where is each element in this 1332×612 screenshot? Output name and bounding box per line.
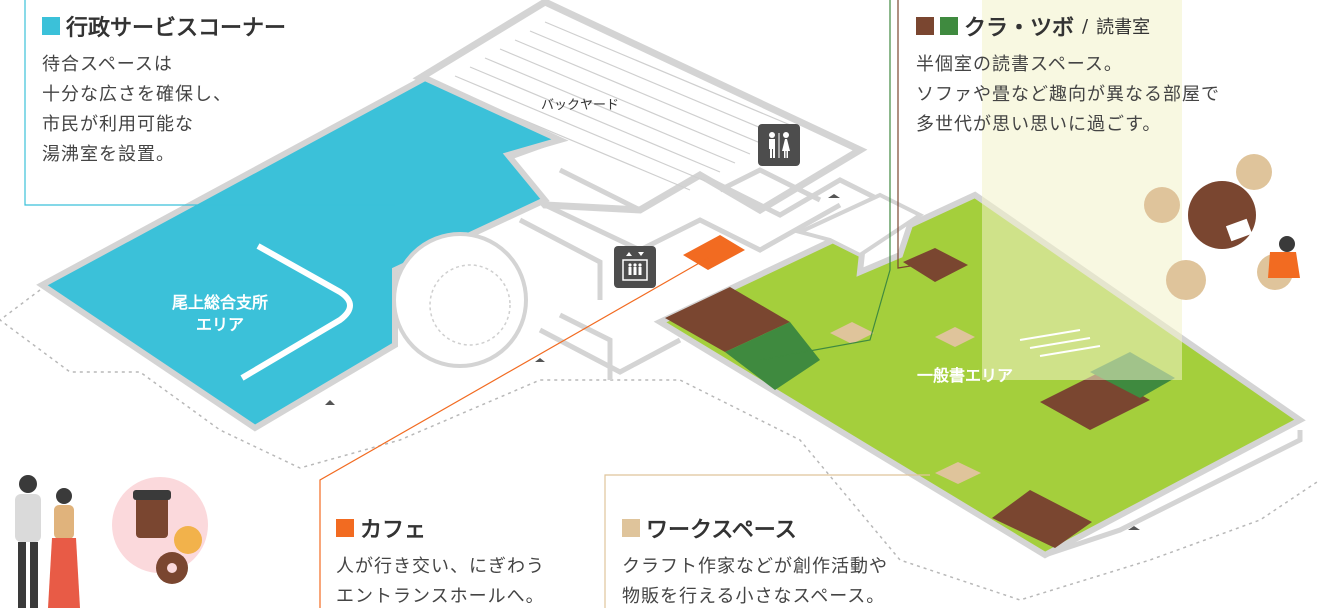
legend-admin-swatch xyxy=(42,17,60,35)
stairs xyxy=(1019,329,1101,357)
spiral-stair-core xyxy=(429,264,511,346)
cafe-illustration xyxy=(112,477,208,584)
central-core-walls xyxy=(518,167,902,380)
legend-cafe: カフェ 人が行き交い、にぎわう エントランスホールへ。 xyxy=(336,512,545,612)
backyard-hatch xyxy=(439,21,796,191)
legend-workspace-line: 物販を行える小さなスペース。 xyxy=(622,586,886,607)
restroom-icon xyxy=(758,124,800,166)
legend-admin-line: 湯沸室を設置。 xyxy=(42,144,175,165)
reading-room-3 xyxy=(903,248,968,282)
legend-cafe-line: 人が行き交い、にぎわう xyxy=(336,556,545,577)
legend-kuratsubo: クラ・ツボ / 読書室 半個室の読書スペース。 ソファや畳など趣向が異なる部屋で… xyxy=(916,10,1220,140)
service-counter xyxy=(240,243,353,381)
legend-kuratsubo-line: ソファや畳など趣向が異なる部屋で xyxy=(916,84,1220,105)
branch-office-area xyxy=(36,74,569,432)
legend-kuratsubo-line: 多世代が思い思いに過ごす。 xyxy=(916,114,1162,135)
entry-arrows xyxy=(325,194,1140,530)
legend-cafe-title: カフェ xyxy=(360,518,427,543)
reading-room-2 xyxy=(725,322,820,390)
branch-area-label-line2: エリア xyxy=(195,315,244,334)
legend-kuratsubo-swatch-brown xyxy=(916,17,934,35)
legend-admin: 行政サービスコーナー 待合スペースは 十分な広さを確保し、 市民が利用可能な 湯… xyxy=(42,10,286,170)
legend-kuratsubo-title: クラ・ツボ xyxy=(964,16,1075,41)
elevator-icon xyxy=(614,246,656,288)
cafe-area xyxy=(683,235,745,270)
work-space-1 xyxy=(830,322,874,344)
branch-area-label-line1: 尾上総合支所 xyxy=(171,293,268,312)
legend-kuratsubo-separator: / xyxy=(1082,15,1089,37)
people-illustration xyxy=(15,475,80,608)
legend-workspace-line: クラフト作家などが創作活動や xyxy=(622,556,888,577)
reading-room-6 xyxy=(992,490,1092,548)
east-corridor xyxy=(1044,430,1303,558)
spiral-stair xyxy=(392,232,528,368)
backyard-label: バックヤード xyxy=(541,98,620,113)
legend-admin-line: 待合スペースは xyxy=(42,54,173,75)
legend-kuratsubo-subtitle: 読書室 xyxy=(1096,17,1151,38)
branch-area-label: 尾上総合支所 エリア xyxy=(150,292,290,336)
reading-room-1 xyxy=(665,287,790,352)
legend-admin-line: 十分な広さを確保し、 xyxy=(42,84,232,105)
work-spaces xyxy=(830,322,981,484)
legend-workspace: ワークスペース クラフト作家などが創作活動や 物販を行える小さなスペース。 xyxy=(622,512,888,612)
legend-workspace-title: ワークスペース xyxy=(646,518,797,543)
general-area-label: 一般書エリア xyxy=(916,366,1013,385)
legend-admin-title: 行政サービスコーナー xyxy=(66,16,287,41)
legend-cafe-swatch xyxy=(336,519,354,537)
legend-workspace-swatch xyxy=(622,519,640,537)
legend-kuratsubo-swatch-green xyxy=(940,17,958,35)
legend-admin-line: 市民が利用可能な xyxy=(42,114,194,135)
leader-lines xyxy=(24,0,936,608)
work-space-3 xyxy=(935,462,981,484)
legend-kuratsubo-line: 半個室の読書スペース。 xyxy=(916,54,1123,75)
work-space-2 xyxy=(935,327,975,347)
light-shaft xyxy=(982,0,1182,380)
reader-illustration xyxy=(1144,154,1300,300)
legend-cafe-line: エントランスホールへ。 xyxy=(336,586,545,607)
